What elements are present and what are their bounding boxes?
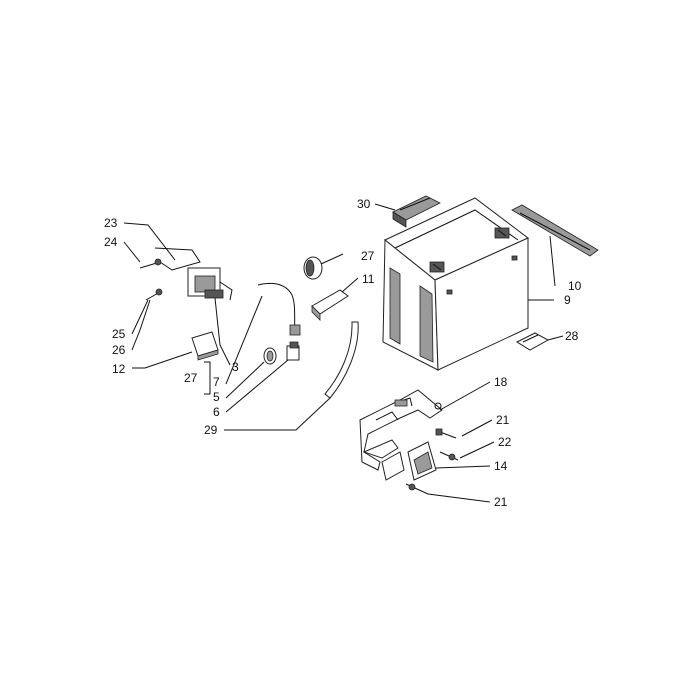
label-14: 14	[494, 459, 508, 473]
label-11: 11	[362, 272, 375, 286]
label-12: 12	[112, 362, 126, 376]
label-10: 10	[568, 279, 582, 293]
bolt-22	[439, 451, 459, 461]
label-5: 5	[213, 390, 220, 404]
grommet	[263, 347, 277, 365]
rubber-cap	[303, 256, 323, 280]
battery	[382, 197, 529, 371]
fuse-box	[191, 331, 219, 361]
battery-bracket	[359, 389, 443, 481]
battery-strap	[511, 204, 599, 257]
label-9: 9	[564, 293, 571, 307]
starter-relay-assembly	[154, 247, 233, 301]
label-29: 29	[204, 423, 218, 437]
label-26: 26	[112, 343, 126, 357]
label-22: 22	[498, 435, 512, 449]
bolt-21-upper	[435, 428, 457, 439]
label-28: 28	[565, 329, 579, 343]
battery-pad	[392, 195, 441, 228]
label-27-left: 27	[184, 371, 198, 385]
warning-label	[515, 332, 550, 351]
battery-terminal-right	[494, 227, 510, 239]
label-23: 23	[104, 216, 118, 230]
label-21-upper: 21	[496, 413, 510, 427]
label-7: 7	[213, 375, 220, 389]
fuse-clip	[407, 441, 437, 481]
label-3: 3	[232, 360, 239, 374]
bolt-21-lower	[405, 483, 429, 495]
ignition-cable	[257, 282, 301, 361]
leader-lines	[123, 203, 564, 503]
breather-hose	[324, 321, 359, 399]
label-18: 18	[494, 375, 508, 389]
label-6: 6	[213, 405, 220, 419]
screw-24	[139, 258, 162, 269]
battery-terminal-left	[429, 261, 445, 273]
screw-26	[145, 288, 163, 301]
label-24: 24	[104, 235, 118, 249]
label-25: 25	[112, 327, 126, 341]
fuse-holder	[311, 289, 349, 321]
label-27-top: 27	[361, 249, 375, 263]
label-30: 30	[357, 197, 371, 211]
label-21-lower: 21	[494, 495, 508, 509]
